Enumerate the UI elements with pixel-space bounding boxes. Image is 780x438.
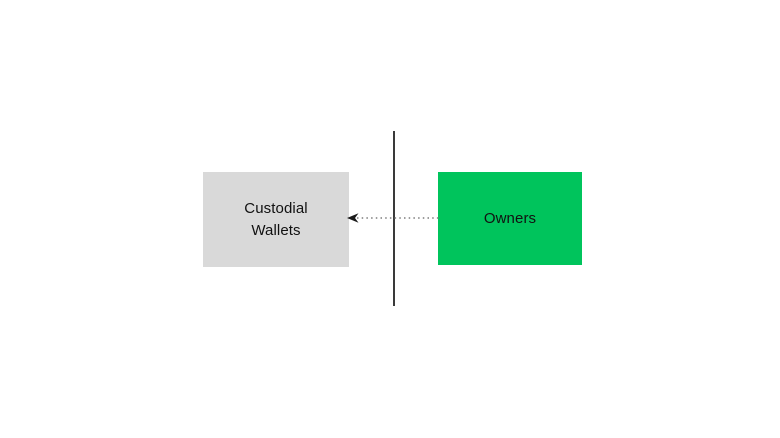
dotted-arrow-connector (347, 213, 440, 223)
node-owners-label: Owners (483, 209, 537, 227)
node-owners: Owners (438, 172, 582, 265)
node-custodial-wallets-label: Custodial Wallets (244, 199, 308, 239)
node-custodial-wallets: Custodial Wallets (203, 172, 349, 267)
arrowhead-left-icon (347, 213, 359, 223)
vertical-divider-line (393, 131, 395, 306)
